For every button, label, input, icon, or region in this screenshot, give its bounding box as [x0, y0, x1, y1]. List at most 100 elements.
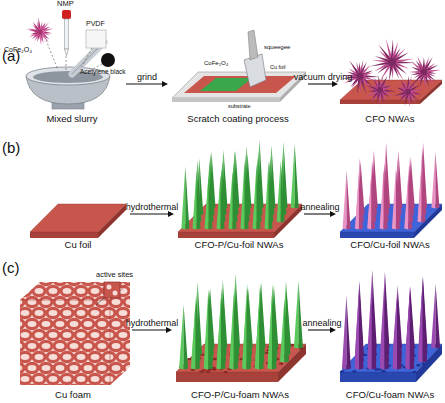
- foam-cell: [61, 330, 73, 339]
- foam-cell: [40, 385, 52, 394]
- arrow-shaft: [304, 213, 331, 214]
- nanowire: [259, 303, 264, 369]
- foam-cell: [12, 319, 24, 328]
- nanowire: [431, 152, 435, 208]
- slab-front: [178, 232, 274, 238]
- foam-cell: [33, 330, 45, 339]
- nanowire: [384, 296, 389, 369]
- nanowire: [359, 307, 364, 370]
- nanowire: [380, 170, 384, 230]
- nanowire: [367, 175, 371, 230]
- stage-caption: Scratch coating process: [158, 113, 318, 124]
- arrow-shaft: [130, 213, 169, 214]
- stage-caption: CFO/Cu-foil NWAs: [326, 239, 445, 250]
- foam-cell: [68, 297, 80, 306]
- foam-cell: [26, 297, 38, 306]
- foam-cell: [40, 275, 52, 284]
- foam-pore: [340, 370, 344, 372]
- nanowire: [234, 293, 239, 370]
- nanowire: [436, 284, 441, 349]
- foam-cell: [103, 330, 115, 339]
- nanowire: [281, 161, 285, 223]
- foam-cell: [61, 374, 73, 383]
- foam-cell: [12, 363, 24, 372]
- foam-cell: [12, 385, 24, 394]
- foam-cell: [110, 341, 122, 350]
- dashed-lines: [46, 40, 102, 72]
- arrow-shaft: [132, 329, 167, 330]
- nanowire-array: [181, 140, 298, 230]
- nanowire: [392, 169, 396, 229]
- foam-pore: [412, 371, 416, 373]
- foam-cell: [68, 341, 80, 350]
- foam-cell: [33, 374, 45, 383]
- foam-cell: [19, 286, 31, 295]
- nanowire: [179, 305, 184, 370]
- stage-caption: CFO-P/Cu-foam NWAs: [162, 389, 318, 400]
- foam-cell: [75, 286, 87, 295]
- foam-cell: [89, 308, 101, 317]
- foam-cell: [19, 330, 31, 339]
- stage-node: Mixed slurry: [18, 4, 126, 124]
- nanowire: [193, 171, 197, 230]
- nanowire: [245, 161, 249, 230]
- urchin-core: [421, 69, 427, 75]
- nanowire: [267, 294, 272, 369]
- foam-cell: [124, 341, 136, 350]
- foam-pore: [187, 358, 191, 360]
- nanowire: [191, 303, 196, 370]
- nanowire: [181, 166, 185, 229]
- nanowire: [217, 175, 221, 229]
- nanowire: [372, 304, 377, 370]
- nanowire: [291, 143, 295, 208]
- nanowire: [342, 295, 347, 369]
- foam-cell: [47, 374, 59, 383]
- stage-node: Cu foam: [14, 262, 132, 400]
- urchin-core: [405, 89, 411, 95]
- foam-cell: [89, 330, 101, 339]
- stage-node: CFO-P/Cu-foam NWAs: [172, 262, 308, 400]
- nanowire: [221, 297, 226, 370]
- foam-cell: [82, 319, 94, 328]
- foam-cell: [33, 352, 45, 361]
- foam-cell: [47, 330, 59, 339]
- foam-cell: [89, 286, 101, 295]
- nanowire: [343, 171, 347, 230]
- nanowire: [197, 171, 201, 230]
- arrow-head: [162, 81, 168, 87]
- foam-cell: [117, 330, 129, 339]
- foam-cell: [110, 363, 122, 372]
- foam-cell: [96, 297, 108, 306]
- foam-pore: [381, 370, 385, 372]
- nanowire: [257, 164, 261, 230]
- nanowire: [418, 283, 423, 362]
- nanowire: [205, 176, 209, 229]
- urchin-core: [388, 58, 397, 67]
- arrow-shaft: [308, 83, 333, 84]
- arrow-label: grind: [137, 72, 157, 82]
- nanowire: [269, 160, 273, 229]
- foam-pore: [206, 370, 210, 372]
- foam-cell: [33, 308, 45, 317]
- nanowire: [355, 174, 359, 230]
- part-label: CoFe₂O₄: [204, 60, 228, 67]
- stage-node: CFO/Cu-foam NWAs: [336, 262, 444, 400]
- stage-caption: CFO NWAs: [328, 113, 445, 124]
- foam-cell: [40, 341, 52, 350]
- arrow-label: hydrothermal: [126, 202, 179, 212]
- foam-cell: [75, 374, 87, 383]
- foam-cell: [54, 297, 66, 306]
- nanowire: [393, 299, 398, 369]
- foam-cell: [47, 352, 59, 361]
- foam-cell: [82, 275, 94, 284]
- nanowire: [229, 171, 233, 230]
- callout-label: active sites: [96, 271, 133, 279]
- reagent-label: Acetylene black: [80, 68, 126, 75]
- foam-pore: [421, 363, 425, 365]
- foam-pore: [202, 369, 206, 371]
- foam-cell: [89, 352, 101, 361]
- foam-cell: [40, 297, 52, 306]
- nanowire: [195, 303, 200, 370]
- reagent-label: CoFe₂O₄: [4, 46, 32, 54]
- nanowire: [229, 293, 234, 370]
